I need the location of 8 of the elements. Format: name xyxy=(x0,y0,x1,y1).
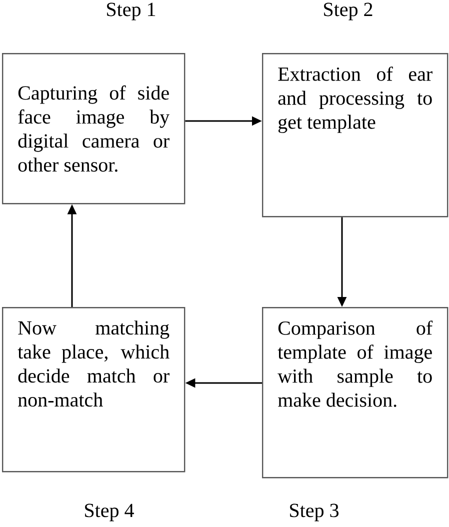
step-label: Step 2 xyxy=(324,2,372,20)
process-box: Comparison of template of image with sample to make decision. xyxy=(262,307,448,478)
step-label: Step 3 xyxy=(290,504,338,522)
process-box: Capturing of side face image by digital camera or other sensor. xyxy=(2,53,186,204)
step-label: Step 1 xyxy=(107,2,156,20)
step-label: Step 4 xyxy=(85,504,134,522)
process-box: Extraction of ear and processing to get template xyxy=(262,53,448,218)
process-box: Now matching take place, which decide match or non-match xyxy=(2,307,186,472)
